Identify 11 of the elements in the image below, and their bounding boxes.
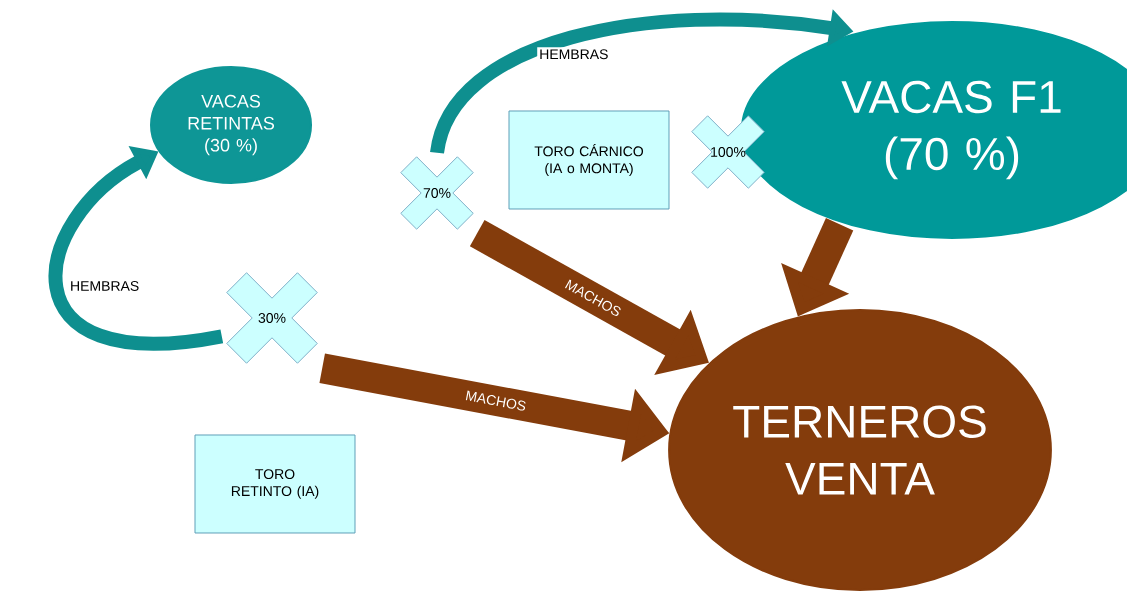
cross-mark: 30% bbox=[226, 272, 318, 364]
curved-arrow bbox=[49, 146, 223, 351]
ellipse-node: VACAS RETINTAS (30 %) bbox=[150, 66, 312, 184]
edge-label: HEMBRAS bbox=[540, 49, 608, 60]
edge-label: MACHOS bbox=[465, 390, 526, 411]
cross-mark: 100% bbox=[691, 115, 765, 189]
info-box: TORO CÁRNICO (IA o MONTA) bbox=[508, 110, 670, 210]
edge-label: HEMBRAS bbox=[71, 281, 139, 291]
info-box: TORO RETINTO (IA) bbox=[194, 434, 356, 534]
ellipse-node: TERNEROS VENTA bbox=[668, 309, 1052, 591]
cross-mark: 70% bbox=[400, 156, 474, 230]
